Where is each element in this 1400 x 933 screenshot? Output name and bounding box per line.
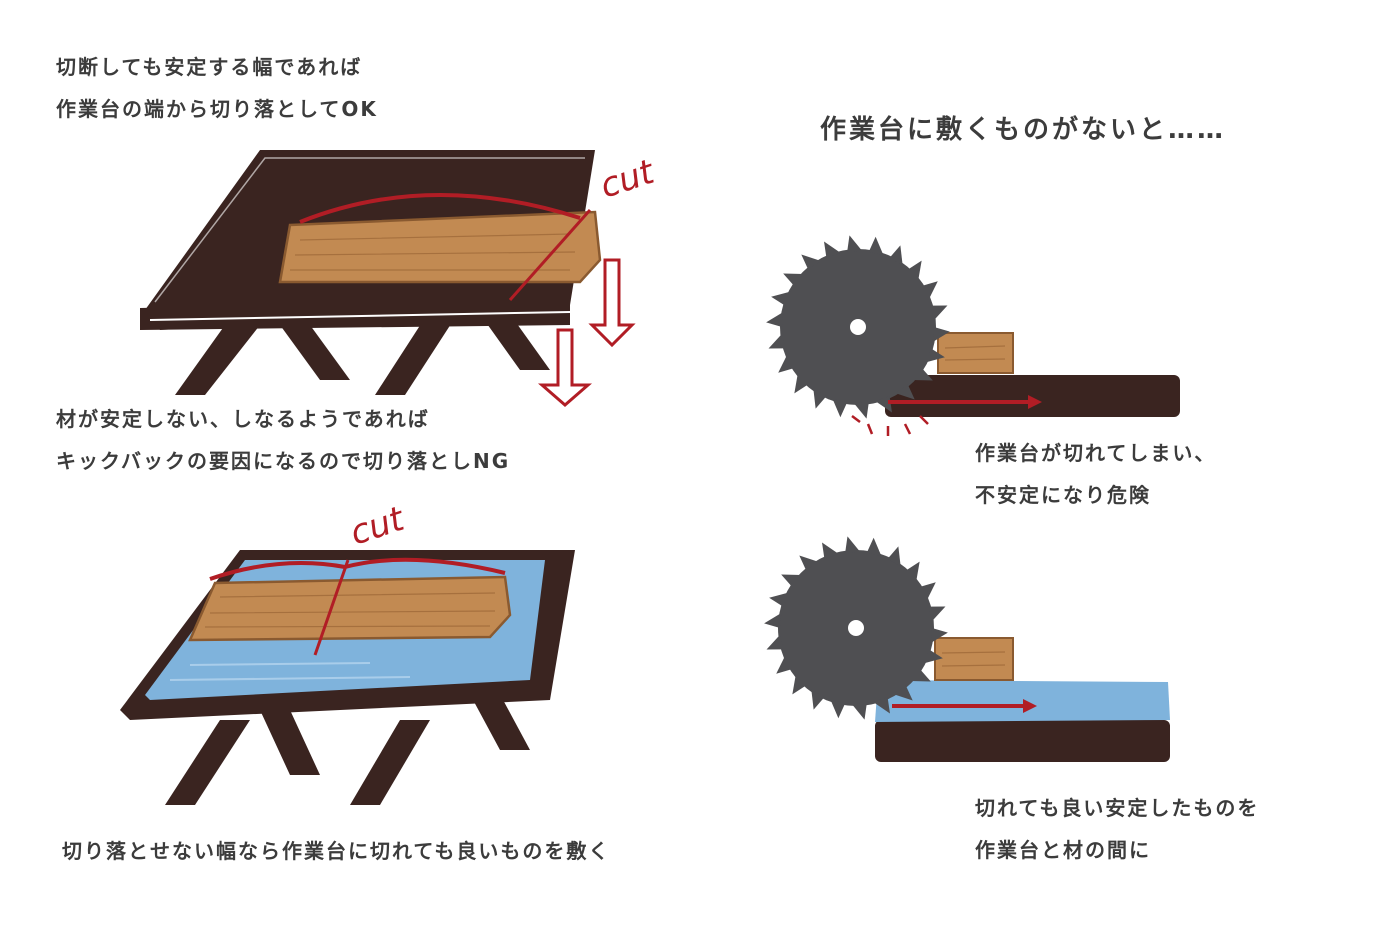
cut-line: [313, 559, 350, 656]
caption-ng-line1: 材が安定しない、しなるようであれば: [56, 407, 430, 431]
saw-tooth: [925, 348, 945, 363]
caption-ok-line1: 切断しても安定する幅であれば: [56, 55, 363, 79]
caption-safe-line1: 切れても良い安定したものを: [975, 796, 1260, 820]
saw-tooth: [907, 260, 922, 281]
saw-with-mat-illustration: [764, 536, 1170, 762]
saw-tooth: [910, 669, 931, 682]
saw-tooth: [830, 699, 846, 719]
saw-tooth: [781, 574, 802, 587]
saw-tooth: [905, 561, 920, 582]
protective-mat: [875, 680, 1170, 722]
saw-tooth: [893, 685, 913, 701]
caption-safe-line2: 作業台と材の間に: [975, 838, 1151, 862]
caption-ng-line2: キックバックの要因になるので切り落としNG: [56, 449, 511, 473]
saw-tooth: [847, 235, 863, 252]
saw-tooth: [822, 542, 839, 559]
saw-tooth: [928, 606, 946, 622]
saw-tooth: [794, 373, 809, 394]
falling-arrows: [537, 258, 636, 407]
saw-tooth: [783, 273, 804, 286]
saw-tooth: [919, 582, 936, 601]
saw-tooth: [866, 537, 882, 557]
saw-tooth: [801, 254, 821, 270]
saw-tooth: [778, 354, 795, 373]
right-title: 作業台に敷くものがないと……: [820, 115, 1227, 145]
wood-board: [278, 210, 602, 284]
saw-tooth: [776, 655, 793, 674]
saw-tooth: [853, 402, 869, 419]
saw-tooth: [824, 241, 841, 258]
blade-arbor-hole: [848, 620, 864, 636]
saw-tooth: [845, 536, 861, 553]
circular-saw-blade: [766, 235, 950, 419]
cut-label-bottom: cut: [345, 498, 410, 553]
saw-tooth: [887, 546, 901, 567]
saw-tooth: [895, 384, 915, 400]
saw-tooth: [873, 697, 890, 714]
saw-tooth: [832, 398, 848, 418]
saw-tooth: [851, 703, 867, 720]
saw-tooth: [766, 311, 784, 327]
saw-tooth: [792, 674, 807, 695]
saw-tooth: [868, 236, 884, 256]
saw-tooth: [771, 291, 791, 306]
bend-arc: [299, 193, 581, 224]
caption-ok-line2: 作業台の端から切り落としてOK: [56, 97, 378, 121]
wood-board: [188, 575, 512, 642]
table-cut-off-edge-illustration: cut: [140, 150, 660, 407]
cut-line: [508, 209, 592, 301]
saw-tooth: [766, 634, 784, 650]
saw-tooth: [889, 245, 903, 266]
caption-danger-line2: 不安定になり危険: [975, 483, 1151, 507]
saw-tooth: [769, 592, 789, 607]
saw-tooth: [768, 333, 786, 349]
saw-tooth: [813, 388, 827, 409]
saw-tooth: [912, 368, 933, 381]
saw-tooth: [923, 649, 943, 664]
saw-tooth: [811, 689, 825, 710]
workbench: [885, 375, 1180, 417]
saw-tooth: [799, 555, 819, 571]
caption-danger-line1: 作業台が切れてしまい、: [975, 441, 1217, 465]
wood-piece: [937, 332, 1014, 374]
wood-piece: [934, 637, 1014, 681]
spark-marks: [851, 415, 929, 436]
workbench: [875, 720, 1170, 762]
saw-cuts-bench-illustration: [766, 235, 1180, 436]
saw-tooth: [930, 305, 948, 321]
saw-tooth: [764, 612, 782, 628]
caption-mat-advice: 切り落とせない幅なら作業台に切れても良いものを敷く: [62, 839, 611, 863]
cut-label-top: cut: [595, 151, 660, 206]
saw-tooth: [930, 628, 948, 644]
circular-saw-blade: [764, 536, 948, 720]
saw-tooth: [932, 327, 950, 343]
saw-tooth: [875, 396, 892, 413]
blade-arbor-hole: [850, 319, 866, 335]
table-with-mat-illustration: cut: [120, 498, 575, 805]
saw-tooth: [921, 281, 938, 300]
